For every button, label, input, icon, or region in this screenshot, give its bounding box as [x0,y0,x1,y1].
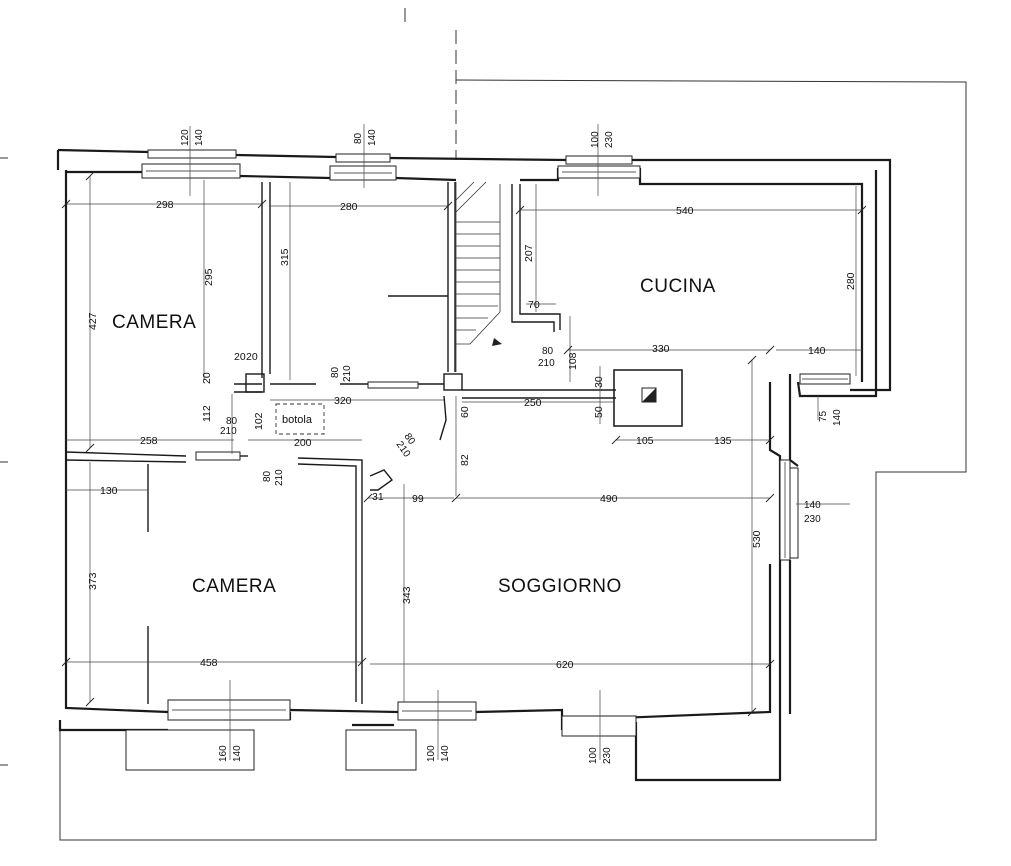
dim-31: 31 [372,491,384,503]
dim-530: 530 [751,530,763,548]
dim-99: 99 [412,493,424,505]
dim-82: 82 [459,454,471,466]
dim-320: 320 [334,395,352,407]
opening-w100: 100 [588,747,599,764]
dim-20-a: 20 [234,351,246,363]
staircase [455,181,502,372]
opening-w100: 100 [426,745,437,762]
dim-298: 298 [156,199,174,211]
door-h210: 210 [274,469,285,486]
dim-102: 102 [253,412,265,430]
dim-60: 60 [459,406,471,418]
opening-h230: 230 [602,747,613,764]
windows [125,149,851,771]
dim-140-cucina: 140 [808,345,826,357]
opening-labels: 120 140 80 140 100 230 75 140 140 230 16… [180,129,843,764]
dim-200: 200 [294,437,312,449]
room-cucina: CUCINA [640,276,716,297]
opening-w120: 120 [180,129,191,146]
dim-373: 373 [87,572,99,590]
door-h210: 210 [342,365,353,382]
dim-20-c: 20 [201,372,213,384]
room-camera-bottom: CAMERA [192,576,276,597]
dim-427: 427 [87,312,99,330]
opening-h140: 140 [194,129,205,146]
opening-w100: 100 [590,131,601,148]
opening-h140: 140 [367,129,378,146]
dim-620: 620 [556,659,574,671]
exterior-walls [56,148,892,782]
dim-30: 30 [593,376,605,388]
botola-hatch: botola [275,403,325,435]
door-w80: 80 [542,346,554,357]
dim-280-top: 280 [340,201,358,213]
dim-50: 50 [593,406,605,418]
dim-130: 130 [100,485,118,497]
dim-108: 108 [567,352,579,370]
botola-label: botola [282,414,313,426]
dim-258: 258 [140,435,158,447]
dim-315: 315 [279,248,291,266]
dim-135: 135 [714,435,732,447]
dimension-labels: 298 280 540 70 330 140 320 250 258 200 1… [87,199,857,671]
chimney-flue [613,369,683,427]
dim-330: 330 [652,343,670,355]
door-w80: 80 [262,470,273,482]
room-labels: CAMERA CAMERA CUCINA SOGGIORNO [112,276,716,597]
opening-w140: 140 [804,500,821,511]
interior-walls [65,182,616,704]
dim-540: 540 [676,205,694,217]
dim-207: 207 [523,244,535,262]
opening-w80: 80 [353,132,364,144]
door-h210: 210 [220,426,237,437]
door-w80: 80 [330,366,341,378]
dimension-lines [66,124,862,760]
dimension-ticks [61,171,867,717]
room-camera-top: CAMERA [112,312,196,333]
door-w80: 80 [226,416,238,427]
dim-20-b: 20 [246,351,258,363]
dim-280-cucina: 280 [845,272,857,290]
dim-295: 295 [203,268,215,286]
site-outline [0,8,967,841]
opening-h230: 230 [604,131,615,148]
dim-70: 70 [528,299,540,311]
opening-h140: 140 [232,745,243,762]
dim-250: 250 [524,397,542,409]
dim-105: 105 [636,435,654,447]
dim-112: 112 [201,405,213,422]
dim-343: 343 [401,586,413,604]
opening-h140: 140 [440,745,451,762]
opening-h140: 140 [832,409,843,426]
opening-h230: 230 [804,514,821,525]
dim-458: 458 [200,657,218,669]
door-h210: 210 [538,358,555,369]
opening-w160: 160 [218,745,229,762]
opening-w75: 75 [818,410,829,422]
dim-490: 490 [600,493,618,505]
room-soggiorno: SOGGIORNO [498,576,622,597]
